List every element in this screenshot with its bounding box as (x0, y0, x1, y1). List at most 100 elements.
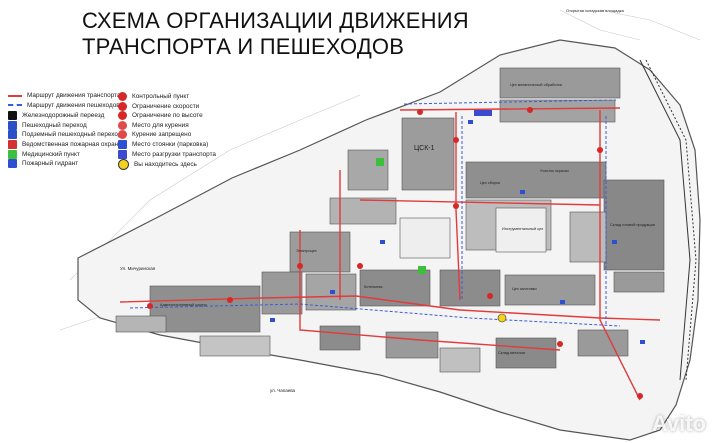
legend-item: Место стоянки (парковка) (118, 140, 208, 149)
legend-item: Медицинский пункт (8, 149, 80, 159)
legend-label: Пешеходный переход (22, 121, 87, 129)
hydrant-icon (640, 340, 645, 344)
fire-station-icon (8, 140, 17, 149)
title-line-1: СХЕМА ОРГАНИЗАЦИИ ДВИЖЕНИЯ (82, 8, 469, 33)
building-mid-2 (439, 269, 501, 307)
you-are-here-marker (497, 313, 507, 323)
parking-icon (118, 140, 127, 149)
dashed-line (8, 104, 22, 107)
building-label: Цех заготовки (512, 287, 537, 291)
hydrant-markers (270, 120, 645, 344)
legend-item: Ограничение по высоте (118, 111, 203, 121)
building-right-1 (603, 179, 665, 271)
building-label: Склад готовой продукции (610, 223, 655, 227)
legend-item: Место разгрузки транспорта (118, 149, 216, 159)
csk1-label: ЦСК-1 (414, 145, 435, 152)
building-right-2 (613, 271, 665, 293)
underpass-icon (8, 130, 17, 140)
no-smoking-icon (118, 130, 127, 140)
legend-item: Ведомственная пожарная охрана (8, 140, 122, 149)
entrance-label: Ул. Мичуринская (120, 266, 156, 271)
sign-dot (357, 263, 363, 269)
legend-item: Курение запрещено (118, 130, 192, 140)
checkpoint-icon (118, 92, 127, 101)
sign-dot (453, 137, 459, 143)
unloading-icon (118, 149, 127, 159)
hydrant-icon (560, 300, 565, 304)
building-left-2 (261, 271, 303, 315)
legend-label: Ограничение по высоте (132, 112, 203, 120)
hydrant-icon (380, 240, 385, 244)
building-left-4 (115, 315, 167, 333)
legend-label: Место разгрузки транспорта (132, 150, 216, 158)
legend-item: Маршрут движения транспорта (8, 92, 120, 99)
building-white-1 (399, 217, 451, 259)
sign-markers (147, 107, 643, 399)
medical-point-marker (418, 266, 426, 274)
sign-dot (597, 147, 603, 153)
hydrant-icon (8, 159, 17, 169)
avito-watermark: Avito (651, 411, 706, 436)
sign-dot (417, 109, 423, 115)
legend-label: Контрольный пункт (132, 93, 190, 100)
building-top-small (347, 149, 389, 191)
legend-label: Место стоянки (парковка) (132, 141, 209, 148)
legend-label: Железнодорожный переезд (22, 112, 105, 120)
railway (639, 59, 697, 381)
legend-label: Вы находитесь здесь (134, 161, 197, 169)
legend-label: Место для курения (132, 121, 189, 129)
legend-item: Место для курения (118, 120, 189, 130)
building-label: Участок окраски (540, 169, 569, 173)
building-north-2 (499, 99, 616, 123)
rail-crossing (8, 111, 17, 121)
legend-label: Маршрут движения пешеходов (27, 101, 120, 109)
building-center-1 (465, 161, 607, 199)
building-top-small-2 (329, 197, 397, 225)
sign-dot (297, 263, 303, 269)
building-label: Цех сборки (480, 181, 500, 185)
building-lower-left (199, 335, 271, 357)
building-south-2 (385, 331, 439, 359)
sign-dot (487, 293, 493, 299)
building-label: Электроцех (296, 249, 317, 253)
medical-icon (8, 149, 17, 159)
legend-item: Ограничение скорости (118, 101, 199, 111)
unloading-marker (474, 110, 492, 116)
hydrant-icon (520, 190, 525, 194)
legend-item: Пожарный гидрант (8, 159, 78, 169)
top-right-note: Открытая складская площадка (566, 8, 625, 13)
building-north-long (499, 67, 621, 99)
height-limit-icon (118, 111, 127, 121)
legend-label: Медицинский пункт (22, 150, 80, 158)
legend-label: Маршрут движения транспорта (27, 92, 121, 99)
hydrant-icon (330, 290, 335, 294)
building-south-4 (577, 329, 629, 357)
building-csk1 (401, 117, 455, 191)
building-south-3 (495, 337, 557, 369)
building-left-1 (149, 285, 261, 333)
legend-item: Железнодорожный переезд (8, 111, 105, 121)
sign-dot (637, 393, 643, 399)
legend-label: Курение запрещено (132, 131, 192, 139)
transport-routes (119, 107, 661, 401)
building-south-1 (319, 325, 361, 351)
red-line (8, 94, 22, 97)
legend-item: Вы находитесь здесь (118, 159, 197, 171)
legend-item: Пешеходный переход (8, 120, 87, 130)
legend-item: Маршрут движения пешеходов (8, 102, 120, 109)
sign-dot (227, 297, 233, 303)
sign-dot (147, 303, 153, 309)
you-are-here-icon (118, 159, 129, 171)
medical-point-marker-2 (376, 158, 384, 166)
smoking-icon (118, 120, 127, 130)
street-bottom-label: ул. Чапаева (270, 388, 296, 393)
buildings (115, 67, 665, 373)
sign-dot (453, 203, 459, 209)
building-mid-3 (504, 274, 596, 306)
building-label: Инструментальный цех (502, 227, 543, 231)
building-mid-1 (359, 269, 431, 307)
building-south-5 (439, 347, 481, 373)
building-white-2 (495, 207, 547, 253)
title-line-2: ТРАНСПОРТА И ПЕШЕХОДОВ (82, 34, 405, 59)
